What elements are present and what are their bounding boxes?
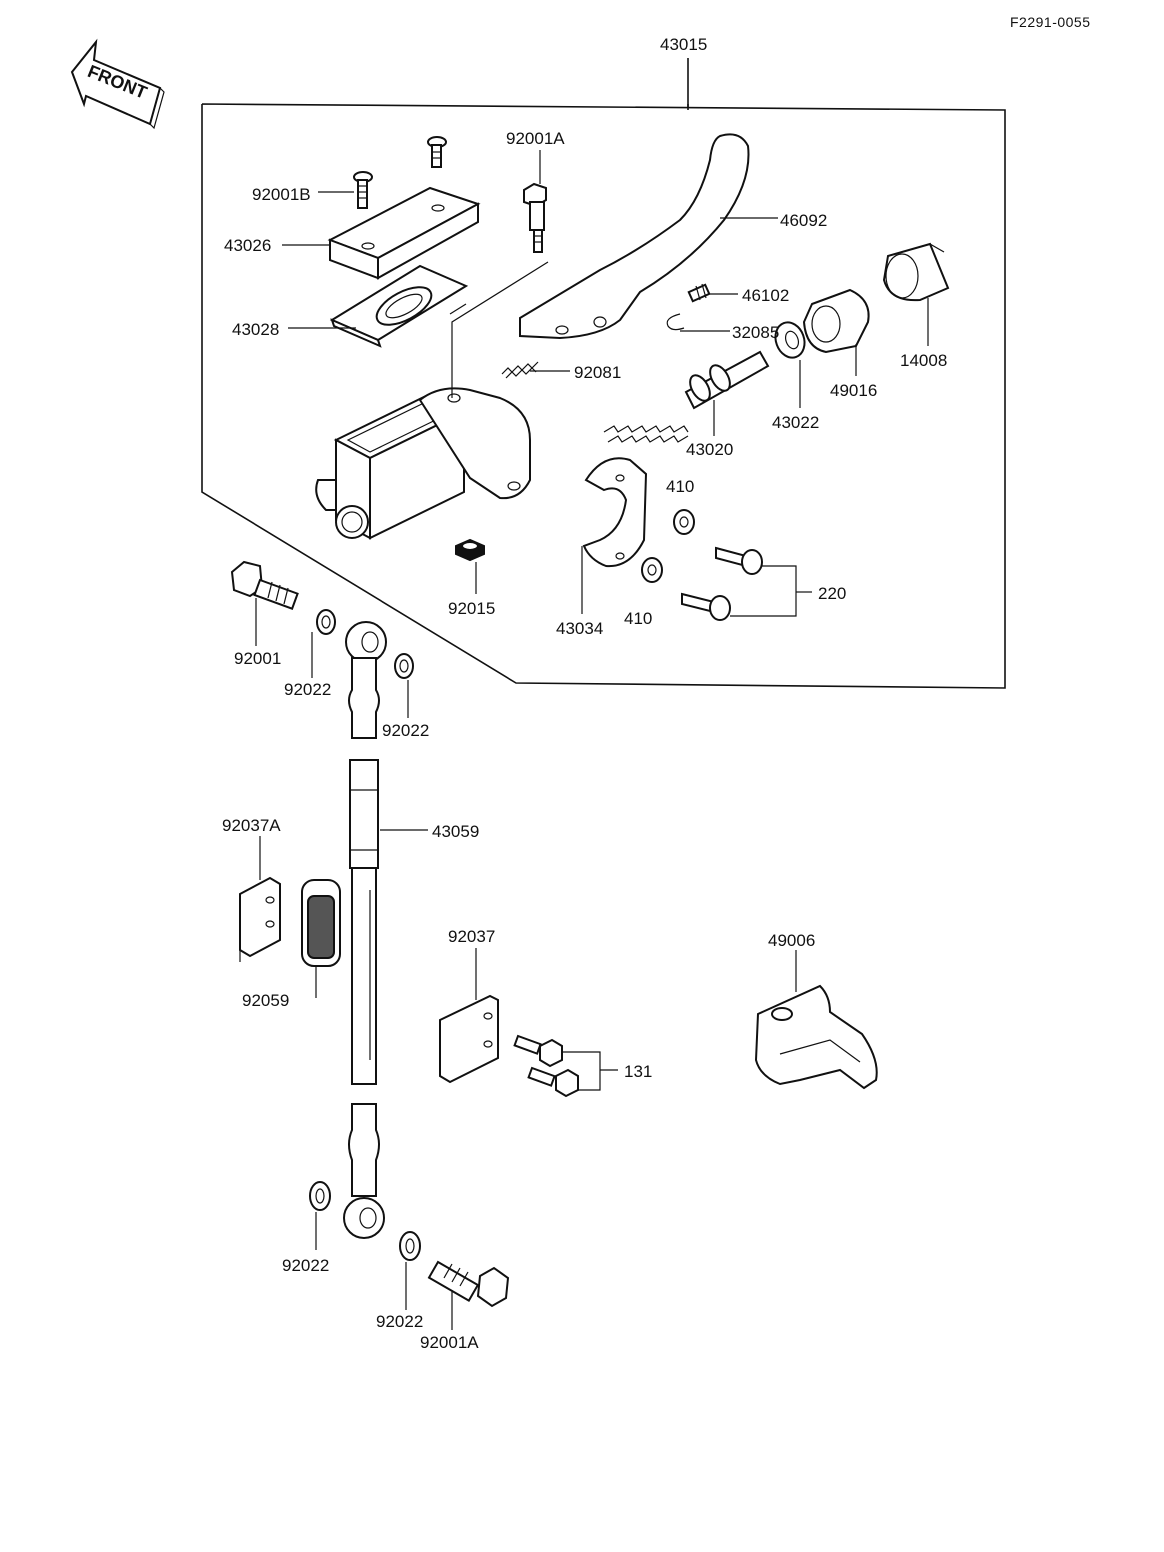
label-46102: 46102 [742,286,790,305]
washer-92022-upper [316,609,414,679]
cover-14008 [882,242,950,302]
reservoir-cap-43026 [327,186,481,280]
spring-92081 [501,361,539,379]
bolts-131 [513,1034,618,1098]
label-92037a: 92037A [222,816,281,835]
label-92001a-top: 92001A [506,129,565,148]
label-14008: 14008 [900,351,948,370]
leader [451,261,549,398]
label-131: 131 [624,1062,653,1081]
label-43022: 43022 [772,413,820,432]
label-92022-a: 92022 [284,680,332,699]
washer-410 [641,509,695,583]
screw-92001b [353,136,447,209]
bracket-92037a [239,876,281,962]
label-92059: 92059 [242,991,290,1010]
label-410-top: 410 [666,477,695,496]
washer-43022 [774,321,806,359]
label-49006: 49006 [768,931,816,950]
label-92001: 92001 [234,649,282,668]
label-92015: 92015 [448,599,496,618]
label-410-bottom: 410 [624,609,653,628]
pin-46102 [687,283,711,303]
label-43034: 43034 [556,619,604,638]
leader-lines [255,150,929,1330]
dust-boot-49016 [802,288,870,354]
label-92001b: 92001B [252,185,311,204]
diagram-code: F2291-0055 [1010,14,1091,30]
washer-92022-lower [309,1181,421,1261]
assembly-outline [201,58,1006,689]
brake-hose-43059 [343,621,387,1239]
label-32085: 32085 [732,323,780,342]
label-220: 220 [818,584,847,603]
pivot-bolt-92001a [523,182,547,253]
piston-43020 [603,350,770,443]
label-92022-c: 92022 [282,1256,330,1275]
banjo-bolt-92001 [230,560,299,610]
leader [449,303,467,315]
label-92081: 92081 [574,363,622,382]
bracket-92037 [439,994,499,1084]
master-cylinder-body [315,387,531,540]
label-43026: 43026 [224,236,272,255]
label-43028: 43028 [232,320,280,339]
label-92037: 92037 [448,927,496,946]
label-46092: 46092 [780,211,828,230]
nut-92015 [455,538,485,562]
label-92022-d: 92022 [376,1312,424,1331]
front-arrow-icon [70,38,165,130]
clutch-lever-46092 [519,133,750,340]
label-43015: 43015 [660,35,708,54]
label-92001a-bottom: 92001A [420,1333,479,1352]
label-49016: 49016 [830,381,878,400]
label-92022-b: 92022 [382,721,430,740]
clamp-43034 [582,457,648,568]
grommet-92059 [301,879,341,967]
clip-32085 [666,313,685,331]
switch-49006 [754,984,878,1090]
bolts-220 [681,546,812,621]
banjo-bolt-92001a-lower [427,1260,510,1308]
label-43059: 43059 [432,822,480,841]
label-43020: 43020 [686,440,734,459]
diaphragm-43028 [329,264,469,348]
